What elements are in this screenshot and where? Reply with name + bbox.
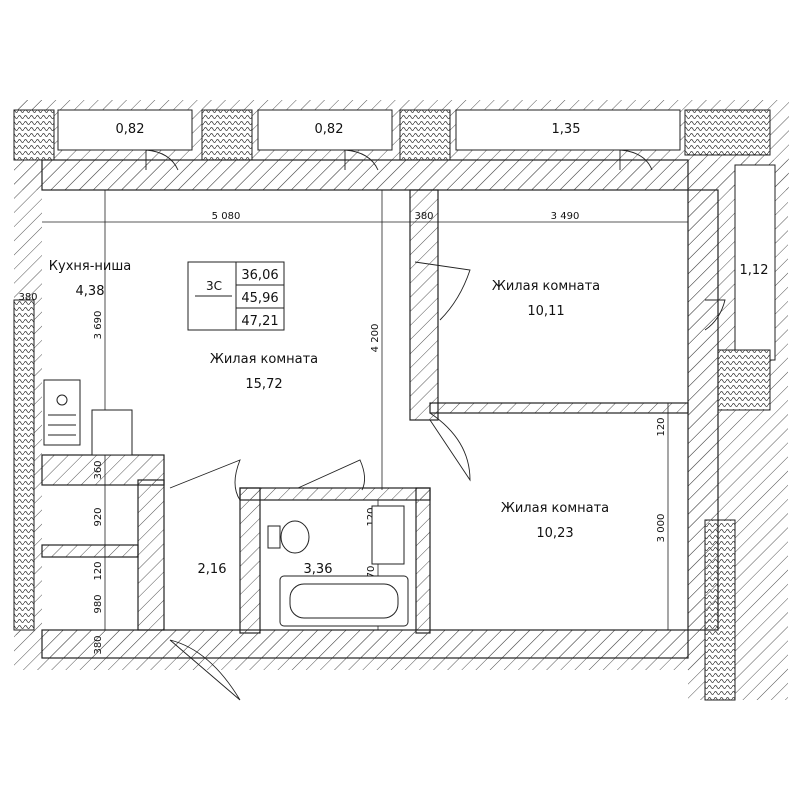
doors: [145, 149, 726, 701]
dim-height-living: 4 200: [370, 324, 381, 353]
dim-height-kitchen: 3 690: [93, 311, 104, 340]
balcony-area-4: 1,12: [740, 263, 769, 278]
apartment-stats: 3С 36,06 45,96 47,21: [187, 261, 285, 331]
dim-corridor-2: 920: [93, 507, 104, 526]
bathtub: [279, 575, 409, 627]
dimension-labels: 5 080 380 3 490 3 690 4 200 3 000 120 36…: [18, 211, 667, 655]
dim-corridor-5: 380: [93, 635, 104, 654]
balcony-area-1: 0,82: [116, 122, 145, 137]
dim-width-left: 5 080: [212, 211, 241, 222]
hallway-area: 2,16: [198, 562, 227, 577]
living-room-area: 15,72: [245, 377, 282, 392]
dim-corridor-1: 360: [93, 460, 104, 479]
dim-width-right: 3 490: [551, 211, 580, 222]
room-labels: Кухня-ниша 4,38 Жилая комната 15,72 Жила…: [49, 259, 609, 577]
balcony-area-3: 1,35: [552, 122, 581, 137]
balcony-labels: 0,82 0,82 1,35 1,12: [116, 122, 769, 278]
dim-wall-mid: 380: [414, 211, 433, 222]
kitchen-sink: [43, 379, 81, 446]
kitchen-name: Кухня-ниша: [49, 259, 131, 274]
kitchen-stove: [91, 409, 133, 456]
dim-wall-small: 120: [656, 417, 667, 436]
bedroom-1-area: 10,11: [527, 304, 564, 319]
total-area-with-balcony-value: 47,21: [241, 314, 278, 329]
balcony-strips: [57, 109, 776, 361]
bedroom-2-name: Жилая комната: [501, 501, 609, 516]
dim-left-wall: 380: [18, 292, 37, 303]
interior-walls: [41, 159, 719, 659]
bathroom-area: 3,36: [304, 562, 333, 577]
toilet: [267, 520, 310, 554]
total-area-value: 45,96: [241, 291, 278, 306]
bath-sink: [371, 505, 405, 565]
dim-corridor-3: 120: [93, 561, 104, 580]
dim-height-right-room: 3 000: [656, 514, 667, 543]
living-room-name: Жилая комната: [210, 352, 318, 367]
kitchen-area: 4,38: [76, 284, 105, 299]
living-area-value: 36,06: [241, 268, 278, 283]
balcony-area-2: 0,82: [315, 122, 344, 137]
dim-corridor-4: 980: [93, 594, 104, 613]
bedroom-2-area: 10,23: [536, 526, 573, 541]
bedroom-1-name: Жилая комната: [492, 279, 600, 294]
apartment-type: 3С: [206, 279, 222, 293]
